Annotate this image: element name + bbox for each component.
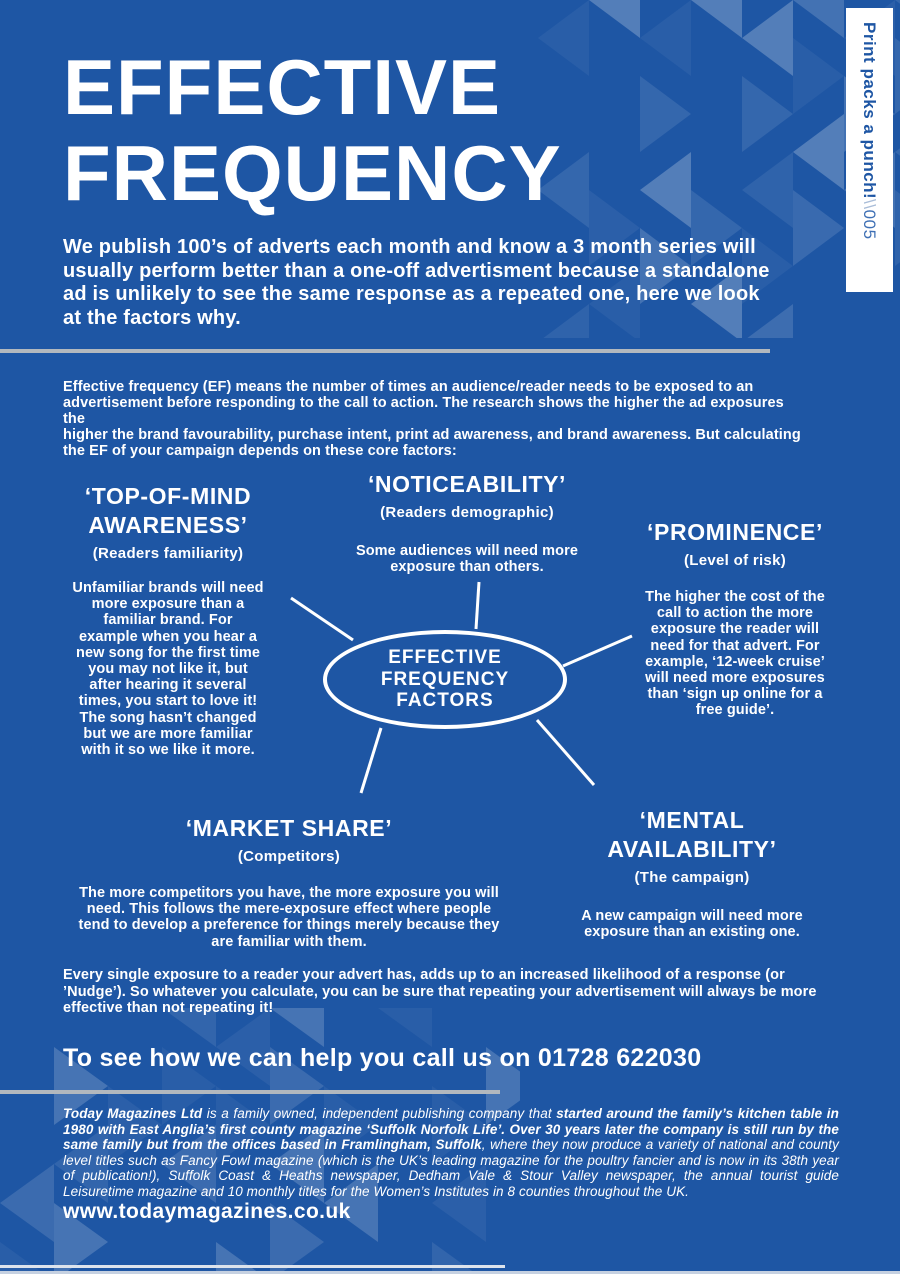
- factor-title: ‘PROMINENCE’: [647, 519, 823, 545]
- bottom-hairline-left: [0, 1265, 505, 1268]
- website-link[interactable]: www.todaymagazines.co.uk: [63, 1200, 351, 1223]
- factor-subtitle: (The campaign): [634, 869, 750, 886]
- page-number: 005: [860, 209, 879, 240]
- top-divider: [0, 349, 770, 353]
- factor-text: The higher the cost of the call to actio…: [645, 589, 825, 719]
- page-edge-tab-text: Print packs a punch!\\005: [846, 8, 893, 292]
- about-company-paragraph: Today Magazines Ltd is a family owned, i…: [63, 1106, 839, 1199]
- factor-market-share: ‘MARKET SHARE’ (Competitors) The more co…: [66, 814, 512, 950]
- factor-top-of-mind-awareness: ‘TOP-OF-MIND AWARENESS’ (Readers familia…: [44, 482, 292, 758]
- factor-text: Unfamiliar brands will need more exposur…: [72, 580, 264, 759]
- factor-title: ‘MARKET SHARE’: [185, 815, 393, 841]
- factor-text: A new campaign will need more exposure t…: [581, 908, 803, 941]
- factor-mental-availability: ‘MENTAL AVAILABILITY’ (The campaign) A n…: [558, 806, 826, 940]
- factor-subtitle: (Competitors): [237, 848, 341, 865]
- factor-subtitle: (Readers demographic): [380, 504, 554, 521]
- call-to-action: To see how we can help you call us on 01…: [63, 1044, 702, 1072]
- diagram-center-ellipse: EFFECTIVE FREQUENCY FACTORS: [323, 630, 567, 729]
- footer-divider: [0, 1090, 500, 1094]
- factor-subtitle: (Readers familiarity): [92, 545, 244, 562]
- factor-title: ‘NOTICEABILITY’: [367, 471, 567, 497]
- lead-paragraph: Effective frequency (EF) means the numbe…: [63, 379, 801, 459]
- factor-text: Some audiences will need more exposure t…: [355, 543, 579, 576]
- page-title: EFFECTIVE FREQUENCY: [63, 43, 562, 217]
- factor-title: ‘TOP-OF-MIND AWARENESS’: [84, 483, 252, 538]
- closing-paragraph: Every single exposure to a reader your a…: [63, 967, 817, 1016]
- tab-separator: \\: [860, 199, 879, 210]
- factor-subtitle: (Level of risk): [683, 552, 787, 569]
- page-edge-tab: Print packs a punch!\\005: [846, 8, 893, 292]
- factor-noticeability: ‘NOTICEABILITY’ (Readers demographic) So…: [336, 470, 598, 575]
- tab-label: Print packs a punch!: [860, 22, 879, 200]
- factor-title: ‘MENTAL AVAILABILITY’: [607, 807, 777, 862]
- factor-prominence: ‘PROMINENCE’ (Level of risk) The higher …: [612, 518, 858, 719]
- intro-paragraph: We publish 100’s of adverts each month a…: [63, 236, 770, 329]
- factor-text: The more competitors you have, the more …: [78, 885, 500, 950]
- bottom-hairline-full: [0, 1271, 900, 1274]
